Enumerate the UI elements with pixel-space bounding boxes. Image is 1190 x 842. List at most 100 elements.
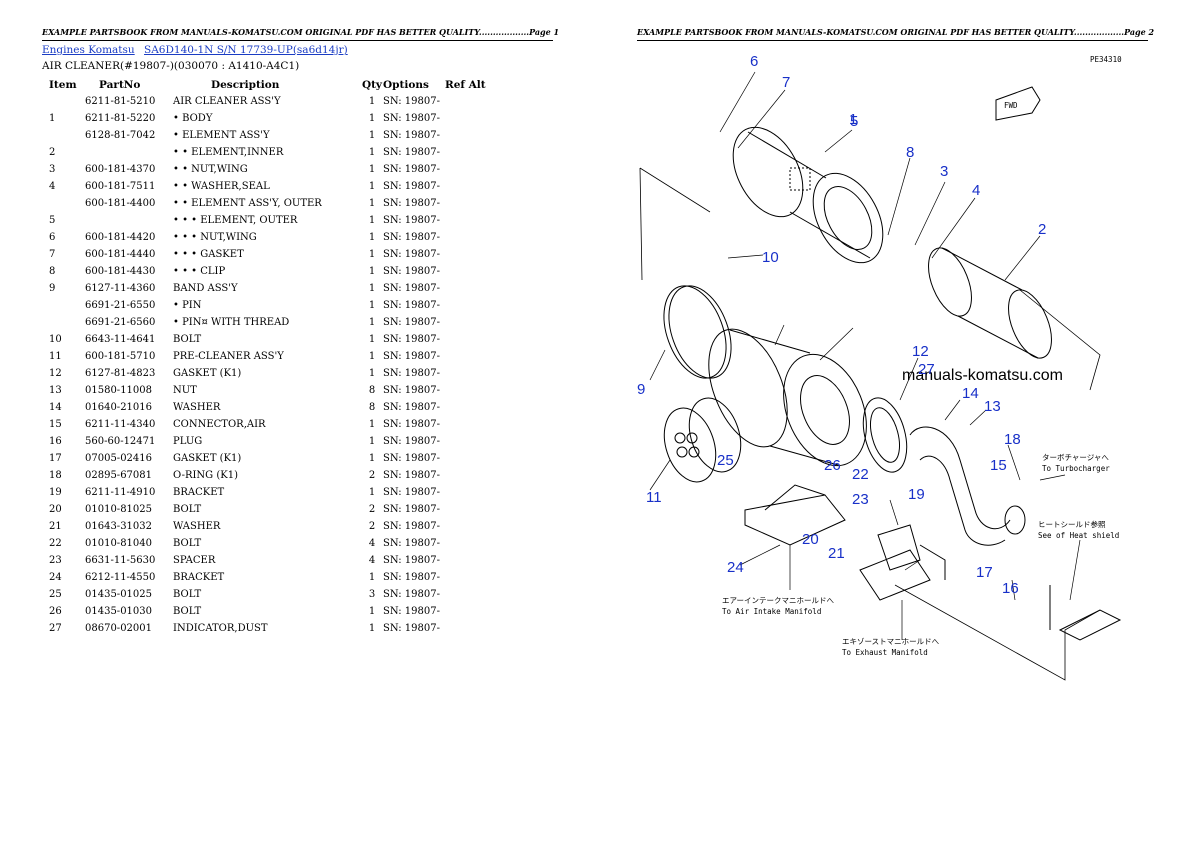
note-exhaust-en: To Exhaust Manifold (842, 648, 928, 657)
callout-17: 17 (976, 564, 993, 581)
cell-qty: 1 (368, 300, 376, 311)
cell-item: 27 (49, 623, 62, 634)
cell-description: BOLT (173, 589, 202, 600)
col-header-item: Item (49, 79, 77, 91)
callout-24: 24 (727, 559, 744, 576)
cell-options: SN: 19807- (383, 181, 440, 192)
cell-qty: 4 (368, 555, 376, 566)
cell-item (42, 195, 85, 212)
cell-partno: 01435-01030 (85, 606, 153, 617)
cell-item (42, 127, 85, 144)
cell-ref-alt (445, 297, 495, 314)
cell-description: • • ELEMENT,INNER (173, 147, 284, 158)
note-exhaust-jp: エキゾーストマニホールドへ (842, 637, 940, 646)
cell-qty: 1 (368, 317, 376, 328)
breadcrumb-link-engines[interactable]: Engines Komatsu (42, 44, 135, 56)
callout-1: 1 (849, 111, 857, 128)
cell-ref-alt (445, 93, 495, 110)
col-header-qty: Qty (361, 79, 383, 91)
col-header-options: Options (383, 79, 429, 91)
cell-partno: 6691-21-6550 (85, 300, 156, 311)
cell-ref-alt (445, 620, 495, 637)
callout-13: 13 (984, 398, 1001, 415)
cell-qty: 2 (368, 470, 376, 481)
cell-ref-alt (445, 144, 495, 161)
cell-ref-alt (445, 161, 495, 178)
callout-15: 15 (990, 457, 1007, 474)
cell-ref-alt (445, 314, 495, 331)
cell-qty: 1 (368, 198, 376, 209)
cell-qty: 1 (368, 334, 376, 345)
cell-description: • • • GASKET (173, 249, 244, 260)
watermark: manuals-komatsu.com (902, 367, 1063, 384)
cell-item: 7 (49, 249, 56, 260)
page-header-left: EXAMPLE PARTSBOOK FROM MANUALS-KOMATSU.C… (42, 27, 559, 41)
cell-item: 11 (49, 351, 62, 362)
cell-options: SN: 19807- (383, 334, 440, 345)
note-intake-en: To Air Intake Manifold (722, 607, 821, 616)
cell-partno: 01010-81025 (85, 504, 153, 515)
callout-3: 3 (940, 163, 948, 180)
callout-26: 26 (824, 457, 841, 474)
callout-20: 20 (802, 531, 819, 548)
cell-qty: 1 (368, 181, 376, 192)
callout-23: 23 (852, 491, 869, 508)
cell-item: 1 (49, 113, 56, 124)
note-turbo-jp: ターボチャージャへ (1042, 453, 1109, 462)
cell-partno: 6631-11-5630 (85, 555, 156, 566)
cell-partno: 600-181-4400 (85, 198, 156, 209)
cell-qty: 1 (368, 215, 376, 226)
heat-shield-drawing (1049, 585, 1122, 641)
cell-ref-alt (445, 263, 495, 280)
cell-ref-alt (445, 246, 495, 263)
cell-item: 26 (49, 606, 62, 617)
cell-options: SN: 19807- (383, 589, 440, 600)
cell-qty: 1 (368, 453, 376, 464)
cell-partno: 6211-81-5210 (85, 96, 156, 107)
cell-ref-alt (445, 484, 495, 501)
cell-options: SN: 19807- (383, 96, 440, 107)
cell-qty: 2 (368, 504, 376, 515)
cell-description: • • • NUT,WING (173, 232, 257, 243)
cell-qty: 2 (368, 521, 376, 532)
cell-qty: 1 (368, 96, 376, 107)
cell-description: • • ELEMENT ASS'Y, OUTER (173, 198, 322, 209)
cell-ref-alt (445, 603, 495, 620)
note-intake-jp: エアーインテークマニホールドへ (722, 596, 835, 605)
cell-partno: 6212-11-4550 (85, 572, 156, 583)
cell-partno: 02895-67081 (85, 470, 153, 481)
cell-item: 20 (49, 504, 62, 515)
table-header-row: Item PartNo Description Qty Options Ref … (42, 77, 495, 93)
connector-drawing (909, 426, 1026, 546)
breadcrumb-link-model[interactable]: SA6D140-1N S/N 17739-UP(sa6d14jr) (144, 44, 348, 56)
cell-ref-alt (445, 416, 495, 433)
cell-description: BOLT (173, 334, 202, 345)
gasket-drawing (862, 397, 908, 473)
note-heat-jp: ヒートシールド参照 (1038, 519, 1106, 529)
cell-ref-alt (445, 382, 495, 399)
exploded-parts-diagram: PE34310 FWD manuals-komatsu.com ターボチャージャ… (637, 53, 1122, 681)
cell-partno: 08670-02001 (85, 623, 153, 634)
cell-qty: 1 (368, 113, 376, 124)
cell-description: • PIN¤ WITH THREAD (173, 317, 290, 328)
cell-options: SN: 19807- (383, 572, 440, 583)
cell-description: GASKET (K1) (173, 368, 242, 379)
cell-ref-alt (445, 433, 495, 450)
page-subtitle: AIR CLEANER(#19807-)(030070 : A1410-A4C1… (42, 60, 300, 72)
cell-partno: 6127-11-4360 (85, 283, 156, 294)
cell-description: • • NUT,WING (173, 164, 248, 175)
cell-options: SN: 19807- (383, 470, 440, 481)
cell-qty: 1 (368, 249, 376, 260)
callout-25: 25 (717, 452, 734, 469)
body-drawing (708, 328, 867, 467)
